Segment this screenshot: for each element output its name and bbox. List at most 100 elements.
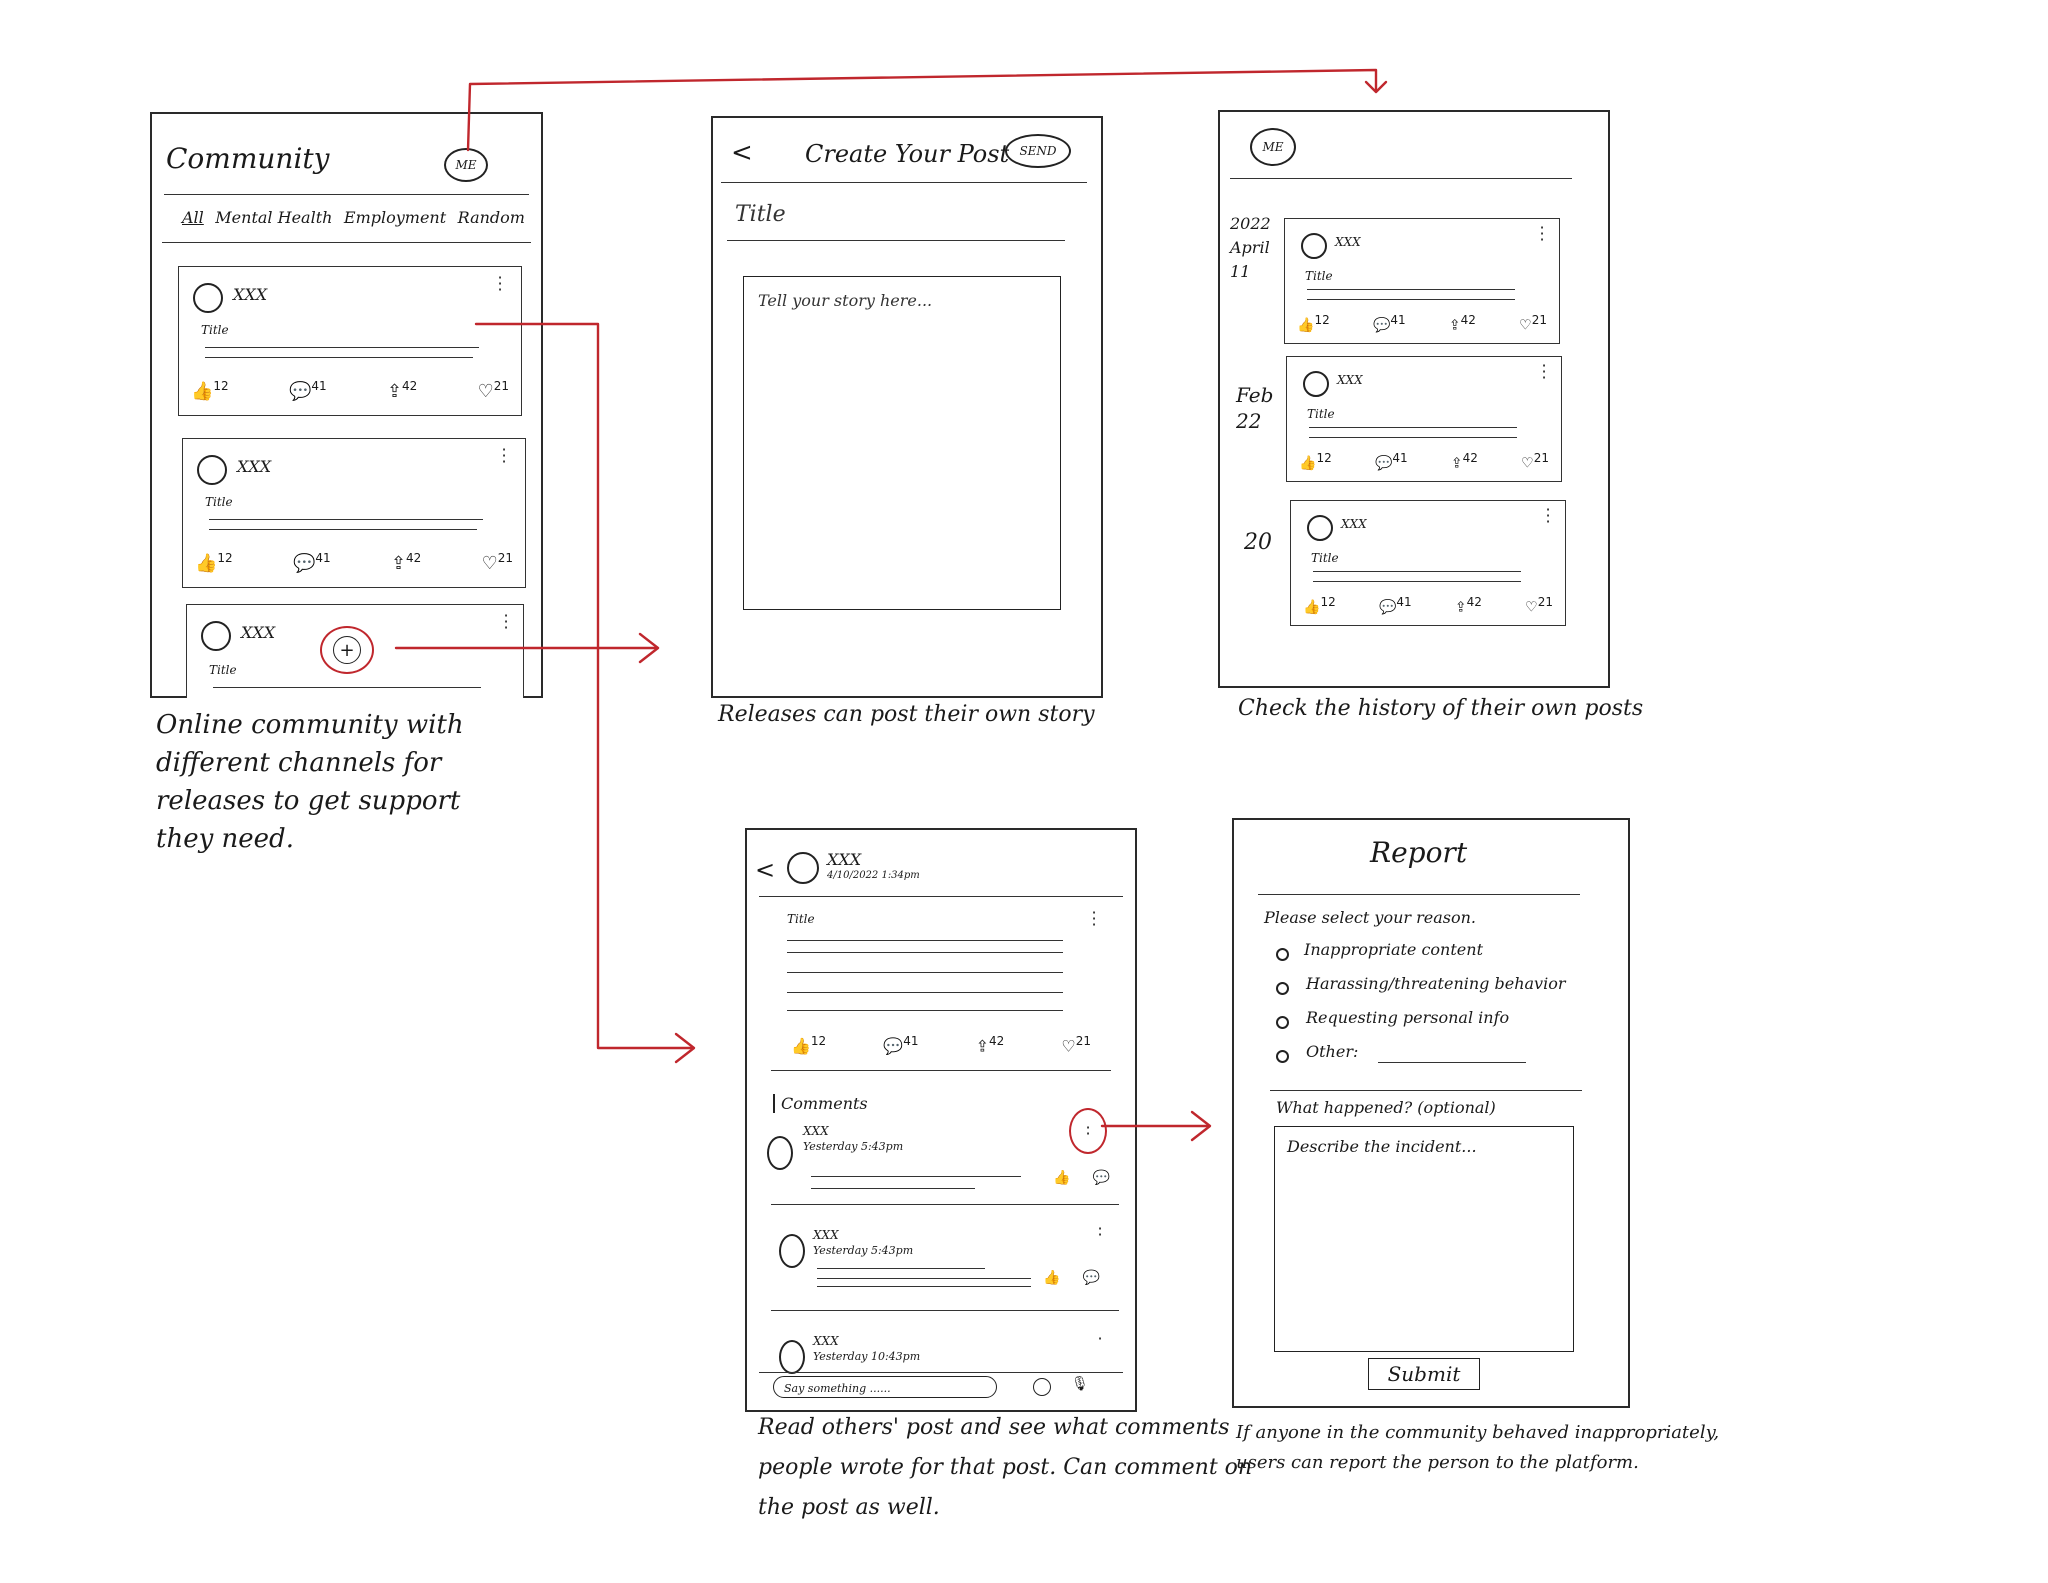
- thumbs-up-icon[interactable]: 👍12: [191, 379, 229, 402]
- speech-bubble-icon[interactable]: 💬: [1082, 1270, 1101, 1286]
- post-card[interactable]: XXX ··· Title 👍12 💬41 ⇪42 ♡21: [1284, 218, 1560, 344]
- add-post-button[interactable]: +: [320, 626, 374, 674]
- more-options-icon[interactable]: ···: [501, 440, 507, 471]
- comment-username: XXX: [803, 1124, 829, 1138]
- more-options-icon[interactable]: ···: [1539, 218, 1545, 249]
- speech-bubble-icon[interactable]: 💬41: [1378, 595, 1412, 616]
- comment-input[interactable]: Say something ......: [773, 1376, 997, 1398]
- post-actions: 👍12 💬41 ⇪42 ♡21: [791, 1034, 1091, 1055]
- post-username: XXX: [233, 285, 268, 304]
- emoji-icon[interactable]: [1033, 1378, 1051, 1396]
- thumbs-up-icon[interactable]: 👍12: [1303, 595, 1336, 616]
- tab-random[interactable]: Random: [457, 208, 525, 227]
- comment-time: Yesterday 10:43pm: [813, 1350, 921, 1363]
- arrow-me-to-history: [466, 68, 1378, 152]
- post-card[interactable]: XXX ··· Title 👍12 💬41 ⇪42 ♡21: [182, 438, 526, 588]
- radio-inappropriate-content[interactable]: [1276, 948, 1289, 961]
- me-button[interactable]: ME: [1250, 128, 1296, 166]
- tab-all[interactable]: All: [182, 208, 204, 227]
- comment-time: Yesterday 5:43pm: [813, 1244, 914, 1257]
- more-options-icon[interactable]: ···: [1541, 356, 1547, 387]
- more-options-button[interactable]: ··: [1069, 1108, 1107, 1154]
- heart-icon[interactable]: ♡21: [481, 551, 513, 574]
- me-label: ME: [1262, 140, 1284, 154]
- avatar: [787, 852, 819, 884]
- submit-button[interactable]: Submit: [1368, 1358, 1480, 1390]
- heart-icon[interactable]: ♡21: [1521, 451, 1549, 472]
- more-options-icon[interactable]: ···: [1545, 500, 1551, 531]
- post-title: Title: [1307, 407, 1335, 421]
- more-options-icon[interactable]: ···: [497, 268, 503, 299]
- speech-bubble-icon[interactable]: 💬41: [1372, 313, 1406, 334]
- post-card[interactable]: XXX ··· Title 👍12 💬41 ⇪42 ♡21: [1286, 356, 1562, 482]
- post-title: Title: [201, 323, 229, 337]
- post-card[interactable]: XXX ··· Title 👍12 💬41 ⇪42 ♡21: [178, 266, 522, 416]
- comment-time: Yesterday 5:43pm: [803, 1140, 904, 1153]
- other-input[interactable]: [1378, 1062, 1526, 1063]
- tab-mental-health[interactable]: Mental Health: [215, 208, 333, 227]
- back-button[interactable]: <: [755, 856, 776, 884]
- post-date: 20: [1244, 530, 1272, 555]
- post-title: Title: [787, 912, 815, 926]
- post-actions: 👍12 💬41 ⇪42 ♡21: [1297, 313, 1547, 334]
- microphone-icon[interactable]: 🎙: [1071, 1376, 1089, 1392]
- radio-requesting-info[interactable]: [1276, 1016, 1289, 1029]
- share-icon[interactable]: ⇪42: [1448, 313, 1476, 334]
- share-icon[interactable]: ⇪42: [1454, 595, 1482, 616]
- thumbs-up-icon[interactable]: 👍12: [1297, 313, 1330, 334]
- me-label: ME: [455, 158, 477, 172]
- avatar: [193, 283, 223, 313]
- avatar: [1303, 371, 1329, 397]
- heart-icon[interactable]: ♡21: [477, 379, 509, 402]
- radio-other[interactable]: [1276, 1050, 1289, 1063]
- avatar: [779, 1340, 805, 1374]
- share-icon[interactable]: ⇪42: [390, 551, 422, 574]
- speech-bubble-icon[interactable]: 💬41: [292, 551, 331, 574]
- thumbs-up-icon[interactable]: 👍12: [195, 551, 233, 574]
- caption-create-post: Releases can post their own story: [718, 702, 1095, 727]
- share-icon[interactable]: ⇪42: [386, 379, 418, 402]
- screen-report: Report Please select your reason. Inappr…: [1232, 818, 1630, 1408]
- back-button[interactable]: <: [731, 138, 753, 168]
- post-username: XXX: [1341, 517, 1367, 531]
- more-options-icon[interactable]: ···: [503, 606, 509, 637]
- speech-bubble-icon[interactable]: 💬41: [288, 379, 327, 402]
- me-button[interactable]: ME: [444, 148, 488, 182]
- comments-heading: Comments: [773, 1094, 868, 1113]
- arrow-head: [1364, 80, 1388, 94]
- screen-create-post: < Create Your Post SEND Title Tell your …: [711, 116, 1103, 698]
- speech-bubble-icon[interactable]: 💬41: [1374, 451, 1408, 472]
- radio-harassing[interactable]: [1276, 982, 1289, 995]
- incident-textarea[interactable]: Describe the incident...: [1274, 1126, 1574, 1352]
- more-options-icon: ··: [1085, 1118, 1091, 1143]
- arrow-head: [1190, 1110, 1212, 1142]
- post-username: XXX: [1337, 373, 1363, 387]
- story-textarea[interactable]: Tell your story here...: [743, 276, 1061, 610]
- more-options-icon[interactable]: ···: [1091, 903, 1097, 934]
- screen-history: ME 2022 April 11 XXX ··· Title 👍12 💬41 ⇪…: [1218, 110, 1610, 688]
- speech-bubble-icon[interactable]: 💬41: [883, 1034, 919, 1056]
- heart-icon[interactable]: ♡21: [1525, 595, 1553, 616]
- thumbs-up-icon[interactable]: 👍12: [791, 1034, 827, 1056]
- heart-icon[interactable]: ♡21: [1519, 313, 1547, 334]
- more-options-icon[interactable]: ··: [1097, 1219, 1103, 1244]
- thumbs-up-icon[interactable]: 👍: [1053, 1170, 1071, 1186]
- heart-icon[interactable]: ♡21: [1061, 1034, 1091, 1056]
- speech-bubble-icon[interactable]: 💬: [1092, 1170, 1111, 1186]
- channel-tabs: All Mental Health Employment Random: [182, 208, 525, 227]
- thumbs-up-icon[interactable]: 👍: [1043, 1270, 1061, 1286]
- avatar: [201, 621, 231, 651]
- post-username: XXX: [827, 850, 862, 869]
- post-title-input[interactable]: Title: [735, 202, 786, 227]
- post-card[interactable]: XXX ··· Title 👍12 💬41 ⇪42 ♡21: [1290, 500, 1566, 626]
- send-button[interactable]: SEND: [1005, 134, 1071, 168]
- share-icon[interactable]: ⇪42: [1450, 451, 1478, 472]
- avatar: [779, 1234, 805, 1268]
- more-options-icon[interactable]: ·: [1097, 1329, 1103, 1348]
- tab-employment[interactable]: Employment: [343, 208, 447, 227]
- thumbs-up-icon[interactable]: 👍12: [1299, 451, 1332, 472]
- share-icon[interactable]: ⇪42: [975, 1034, 1005, 1056]
- arrow-post-to-detail: [474, 322, 694, 1050]
- comment-actions: 👍 💬: [1053, 1170, 1110, 1186]
